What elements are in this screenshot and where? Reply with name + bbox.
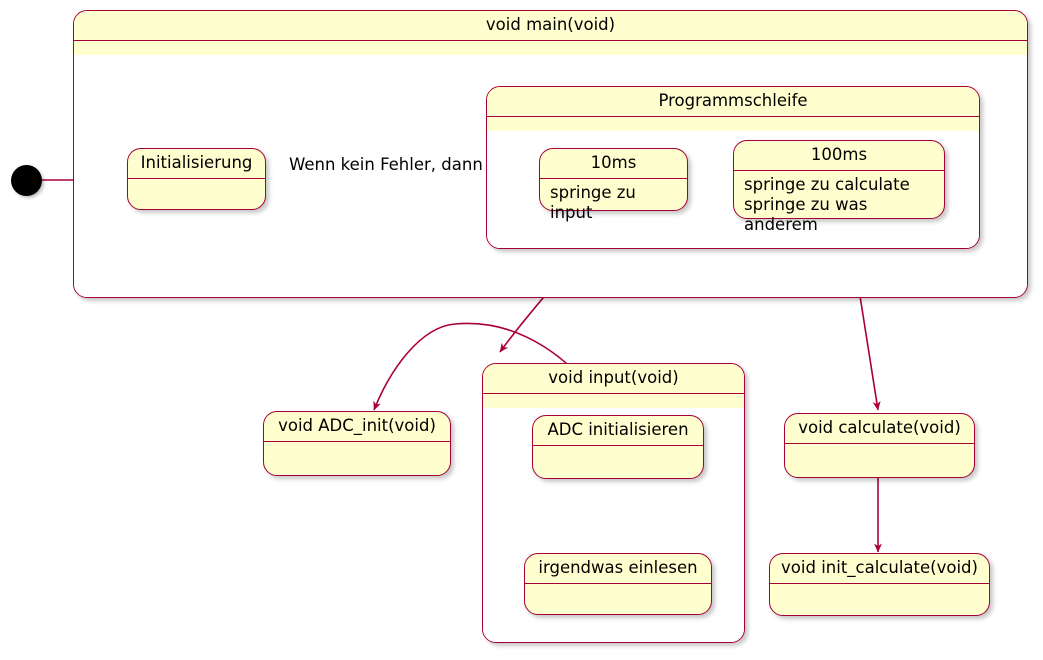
state-initialisierung-title: Initialisierung	[140, 153, 253, 172]
state-calculate[interactable]: void calculate(void)	[784, 413, 975, 478]
state-calculate-title: void calculate(void)	[798, 418, 961, 437]
state-adc-init[interactable]: void ADC_init(void)	[263, 411, 451, 476]
state-100ms-body: springe zu calculate springe zu was ande…	[744, 175, 910, 234]
state-irgendwas-einlesen-title: irgendwas einlesen	[538, 558, 698, 577]
state-adc-initialisieren[interactable]: ADC initialisieren	[532, 415, 704, 479]
state-init-calculate[interactable]: void init_calculate(void)	[769, 553, 990, 616]
state-irgendwas-einlesen-body	[525, 584, 711, 608]
state-100ms-title: 100ms	[810, 145, 868, 164]
state-100ms[interactable]: 100ms springe zu calculate springe zu wa…	[733, 140, 945, 234]
state-adc-init-title: void ADC_init(void)	[278, 416, 436, 435]
state-10ms[interactable]: 10ms springe zu input	[539, 148, 688, 222]
start-node	[11, 165, 42, 196]
state-10ms-body: springe zu input	[550, 183, 636, 222]
state-main-title: void main(void)	[74, 11, 1027, 41]
state-input-title: void input(void)	[483, 364, 744, 394]
state-initialisierung[interactable]: Initialisierung	[127, 148, 266, 210]
edge-label-wenn-kein-fehler: Wenn kein Fehler, dann	[289, 155, 483, 174]
state-calculate-body	[785, 444, 974, 468]
state-adc-initialisieren-title: ADC initialisieren	[547, 420, 689, 439]
state-adc-init-body	[264, 442, 450, 466]
state-programmschleife-title: Programmschleife	[487, 87, 979, 117]
state-10ms-title: 10ms	[590, 153, 637, 172]
state-adc-initialisieren-body	[533, 446, 703, 470]
state-init-calculate-body	[770, 584, 989, 608]
state-initialisierung-body	[128, 179, 265, 203]
state-init-calculate-title: void init_calculate(void)	[781, 558, 978, 577]
state-irgendwas-einlesen[interactable]: irgendwas einlesen	[524, 553, 712, 615]
